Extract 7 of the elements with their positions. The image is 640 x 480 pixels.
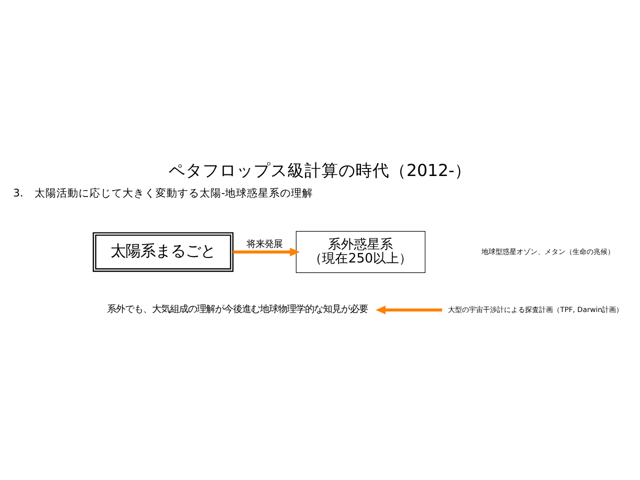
node-text: 系外でも、大気組成の理解が今後進む地球物理学的な知見が必要 — [107, 304, 368, 315]
label: 3. 太陽活動に応じて大きく変動する太陽-地球惑星系の理解 — [13, 186, 314, 200]
diagram-title: ペタフロップス級計算の時代（2012-） — [168, 160, 472, 180]
node-box: 系外惑星系 （現在250以上） — [296, 230, 426, 273]
edge-label: 将来発展 — [246, 238, 283, 250]
arrow — [376, 305, 442, 314]
arrow — [233, 247, 300, 256]
